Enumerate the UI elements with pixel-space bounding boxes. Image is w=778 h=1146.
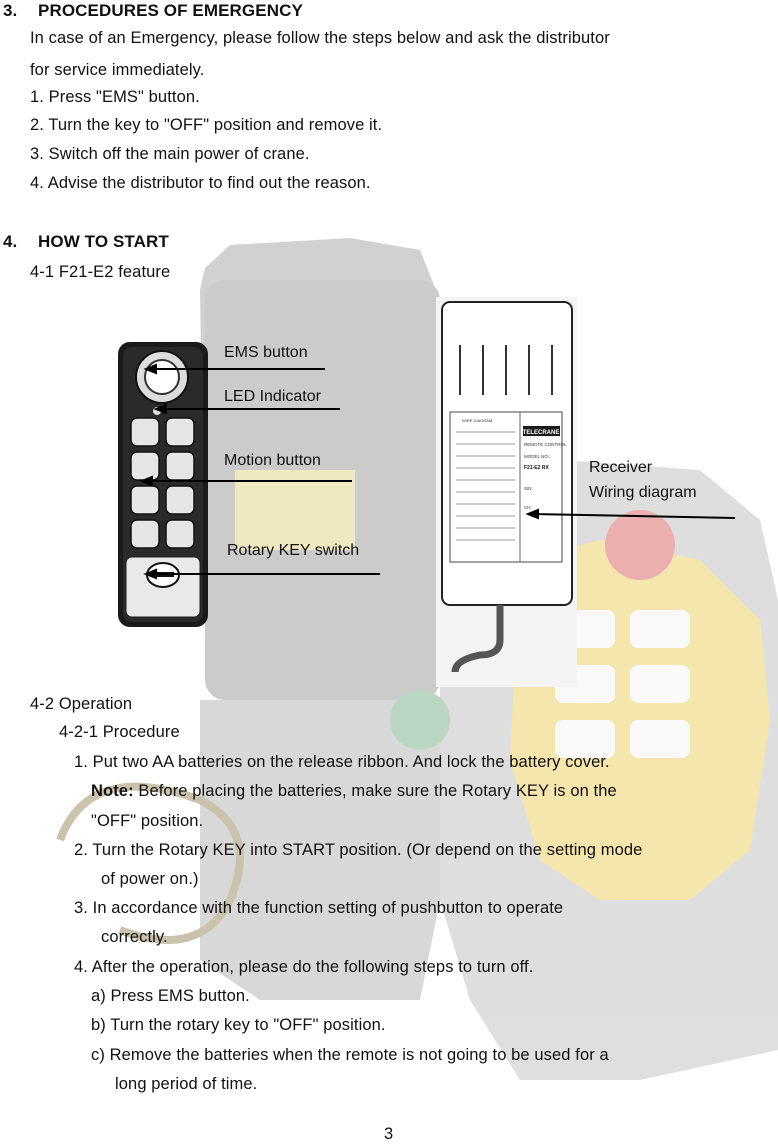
label-motion-button: Motion button bbox=[224, 452, 321, 469]
section3-step-1: 1. Press "EMS" button. bbox=[30, 88, 200, 106]
receiver-brand: TELECRANE bbox=[523, 430, 560, 436]
feature-heading: 4-1 F21-E2 feature bbox=[30, 263, 171, 281]
label-led-indicator: LED Indicator bbox=[224, 388, 321, 405]
section4-number: 4. bbox=[3, 232, 18, 251]
procedure-step-3-line1: 3. In accordance with the function setti… bbox=[74, 899, 564, 917]
section3-step-2: 2. Turn the key to "OFF" position and re… bbox=[30, 116, 383, 134]
note-text: Before placing the batteries, make sure … bbox=[133, 782, 617, 800]
receiver-image: TELECRANE REMOTE CONTROL MODEL NO.: F21-… bbox=[436, 297, 577, 687]
procedure-step-2-line2: of power on.) bbox=[101, 870, 199, 888]
svg-text:MODEL NO.:: MODEL NO.: bbox=[524, 454, 550, 459]
svg-text:WIRE DIAGRAM: WIRE DIAGRAM bbox=[462, 418, 492, 423]
note-label: Note: bbox=[91, 782, 134, 800]
transmitter-image bbox=[118, 342, 208, 627]
svg-text:CH:: CH: bbox=[524, 505, 532, 510]
svg-text:F21-E2 RX: F21-E2 RX bbox=[524, 465, 549, 471]
procedure-step-4c-line2: long period of time. bbox=[115, 1075, 258, 1093]
procedure-step-4a: a) Press EMS button. bbox=[91, 987, 250, 1005]
transmitter-watermark-image bbox=[56, 238, 778, 1080]
label-ems-button: EMS button bbox=[224, 344, 308, 361]
svg-text:REMOTE CONTROL: REMOTE CONTROL bbox=[524, 442, 567, 447]
label-wiring-diagram: Wiring diagram bbox=[589, 484, 697, 501]
section3-intro-line2: for service immediately. bbox=[30, 61, 205, 79]
label-receiver: Receiver bbox=[589, 459, 653, 476]
section3-number: 3. bbox=[3, 1, 18, 20]
procedure-heading: 4-2-1 Procedure bbox=[59, 723, 180, 741]
procedure-note: Note: Before placing the batteries, make… bbox=[91, 781, 617, 801]
operation-heading: 4-2 Operation bbox=[30, 695, 133, 713]
receiver-pointer bbox=[531, 513, 736, 519]
procedure-step-4b: b) Turn the rotary key to "OFF" position… bbox=[91, 1016, 386, 1034]
procedure-step-3-line2: correctly. bbox=[101, 928, 168, 946]
section3-intro-line1: In case of an Emergency, please follow t… bbox=[30, 29, 610, 47]
procedure-step-4: 4. After the operation, please do the fo… bbox=[74, 958, 534, 976]
section3-title: PROCEDURES OF EMERGENCY bbox=[38, 1, 303, 20]
page-number: 3 bbox=[384, 1125, 394, 1143]
label-rotary-key-switch: Rotary KEY switch bbox=[227, 542, 360, 559]
procedure-step-1: 1. Put two AA batteries on the release r… bbox=[74, 753, 610, 771]
section3-step-3: 3. Switch off the main power of crane. bbox=[30, 145, 310, 163]
procedure-step-4c-line1: c) Remove the batteries when the remote … bbox=[91, 1046, 609, 1064]
section3-step-4: 4. Advise the distributor to find out th… bbox=[30, 174, 371, 192]
procedure-note-line2: "OFF" position. bbox=[91, 812, 204, 830]
section4-title: HOW TO START bbox=[38, 232, 169, 251]
procedure-step-2-line1: 2. Turn the Rotary KEY into START positi… bbox=[74, 841, 643, 859]
svg-text:S/N:: S/N: bbox=[524, 486, 533, 491]
